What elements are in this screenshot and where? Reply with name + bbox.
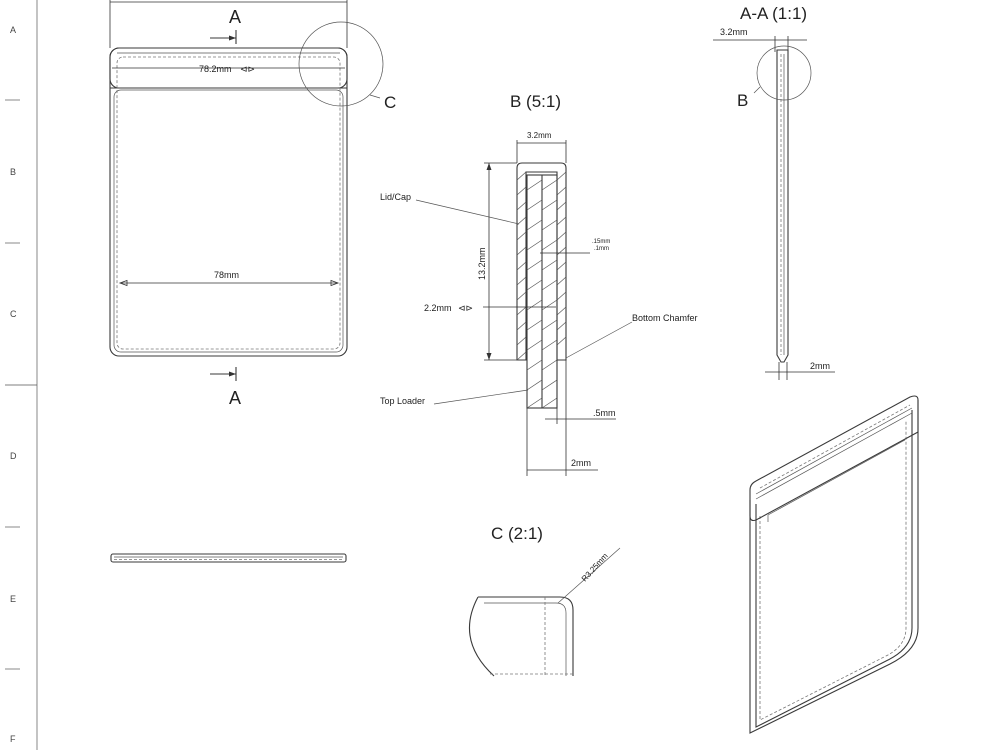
section-mark-a-bottom: A — [229, 388, 241, 408]
dim-r3-25: R3.25mm — [580, 551, 610, 583]
dim-13-2: 13.2mm — [477, 247, 487, 280]
label-top-loader: Top Loader — [380, 396, 425, 406]
leader-arrow-glyph-2: ⊲⊳ — [458, 303, 473, 313]
detail-callout-b: B — [737, 91, 748, 110]
front-view: 78.2mm ⊲⊳ 78mm A A C — [109, 0, 396, 408]
section-mark-a-top: A — [229, 7, 241, 27]
section-aa-title: A-A (1:1) — [740, 4, 807, 23]
label-bottom-chamfer: Bottom Chamfer — [632, 313, 698, 323]
zone-label-a: A — [10, 25, 16, 35]
detail-c-title: C (2:1) — [491, 524, 543, 543]
zone-label-b: B — [10, 167, 16, 177]
dim-78: 78mm — [214, 270, 239, 280]
detail-b-title: B (5:1) — [510, 92, 561, 111]
detail-b-view: B (5:1) 3.2mm — [380, 92, 698, 476]
detail-circle-c — [298, 21, 384, 107]
dim-2-2: 2.2mm — [424, 303, 452, 313]
dim-3-2-aa: 3.2mm — [720, 27, 748, 37]
dim-3-2-b: 3.2mm — [527, 131, 552, 140]
section-aa-view: A-A (1:1) 3.2mm B 2mm — [713, 4, 835, 380]
dim-01: .1mm — [594, 246, 609, 252]
leader-arrow-glyph: ⊲⊳ — [240, 64, 255, 74]
zone-ruler: A B C D E F — [5, 0, 38, 750]
front-inner-hidden — [116, 56, 341, 350]
dim-78-2: 78.2mm — [199, 64, 232, 74]
dim-2-aa: 2mm — [810, 361, 830, 371]
detail-c-view: C (2:1) R3.25mm — [468, 524, 621, 677]
label-lid-cap: Lid/Cap — [380, 192, 411, 202]
isometric-view — [749, 395, 919, 734]
dim-015: .15mm — [592, 239, 610, 245]
detail-callout-c: C — [384, 93, 396, 112]
dim-05: .5mm — [593, 408, 616, 418]
detail-circle-b — [756, 45, 812, 101]
top-edge-view — [110, 553, 347, 563]
zone-label-d: D — [10, 451, 17, 461]
dim-2-b: 2mm — [571, 458, 591, 468]
zone-label-c: C — [10, 309, 17, 319]
zone-label-e: E — [10, 594, 16, 604]
zone-label-f: F — [10, 734, 16, 744]
